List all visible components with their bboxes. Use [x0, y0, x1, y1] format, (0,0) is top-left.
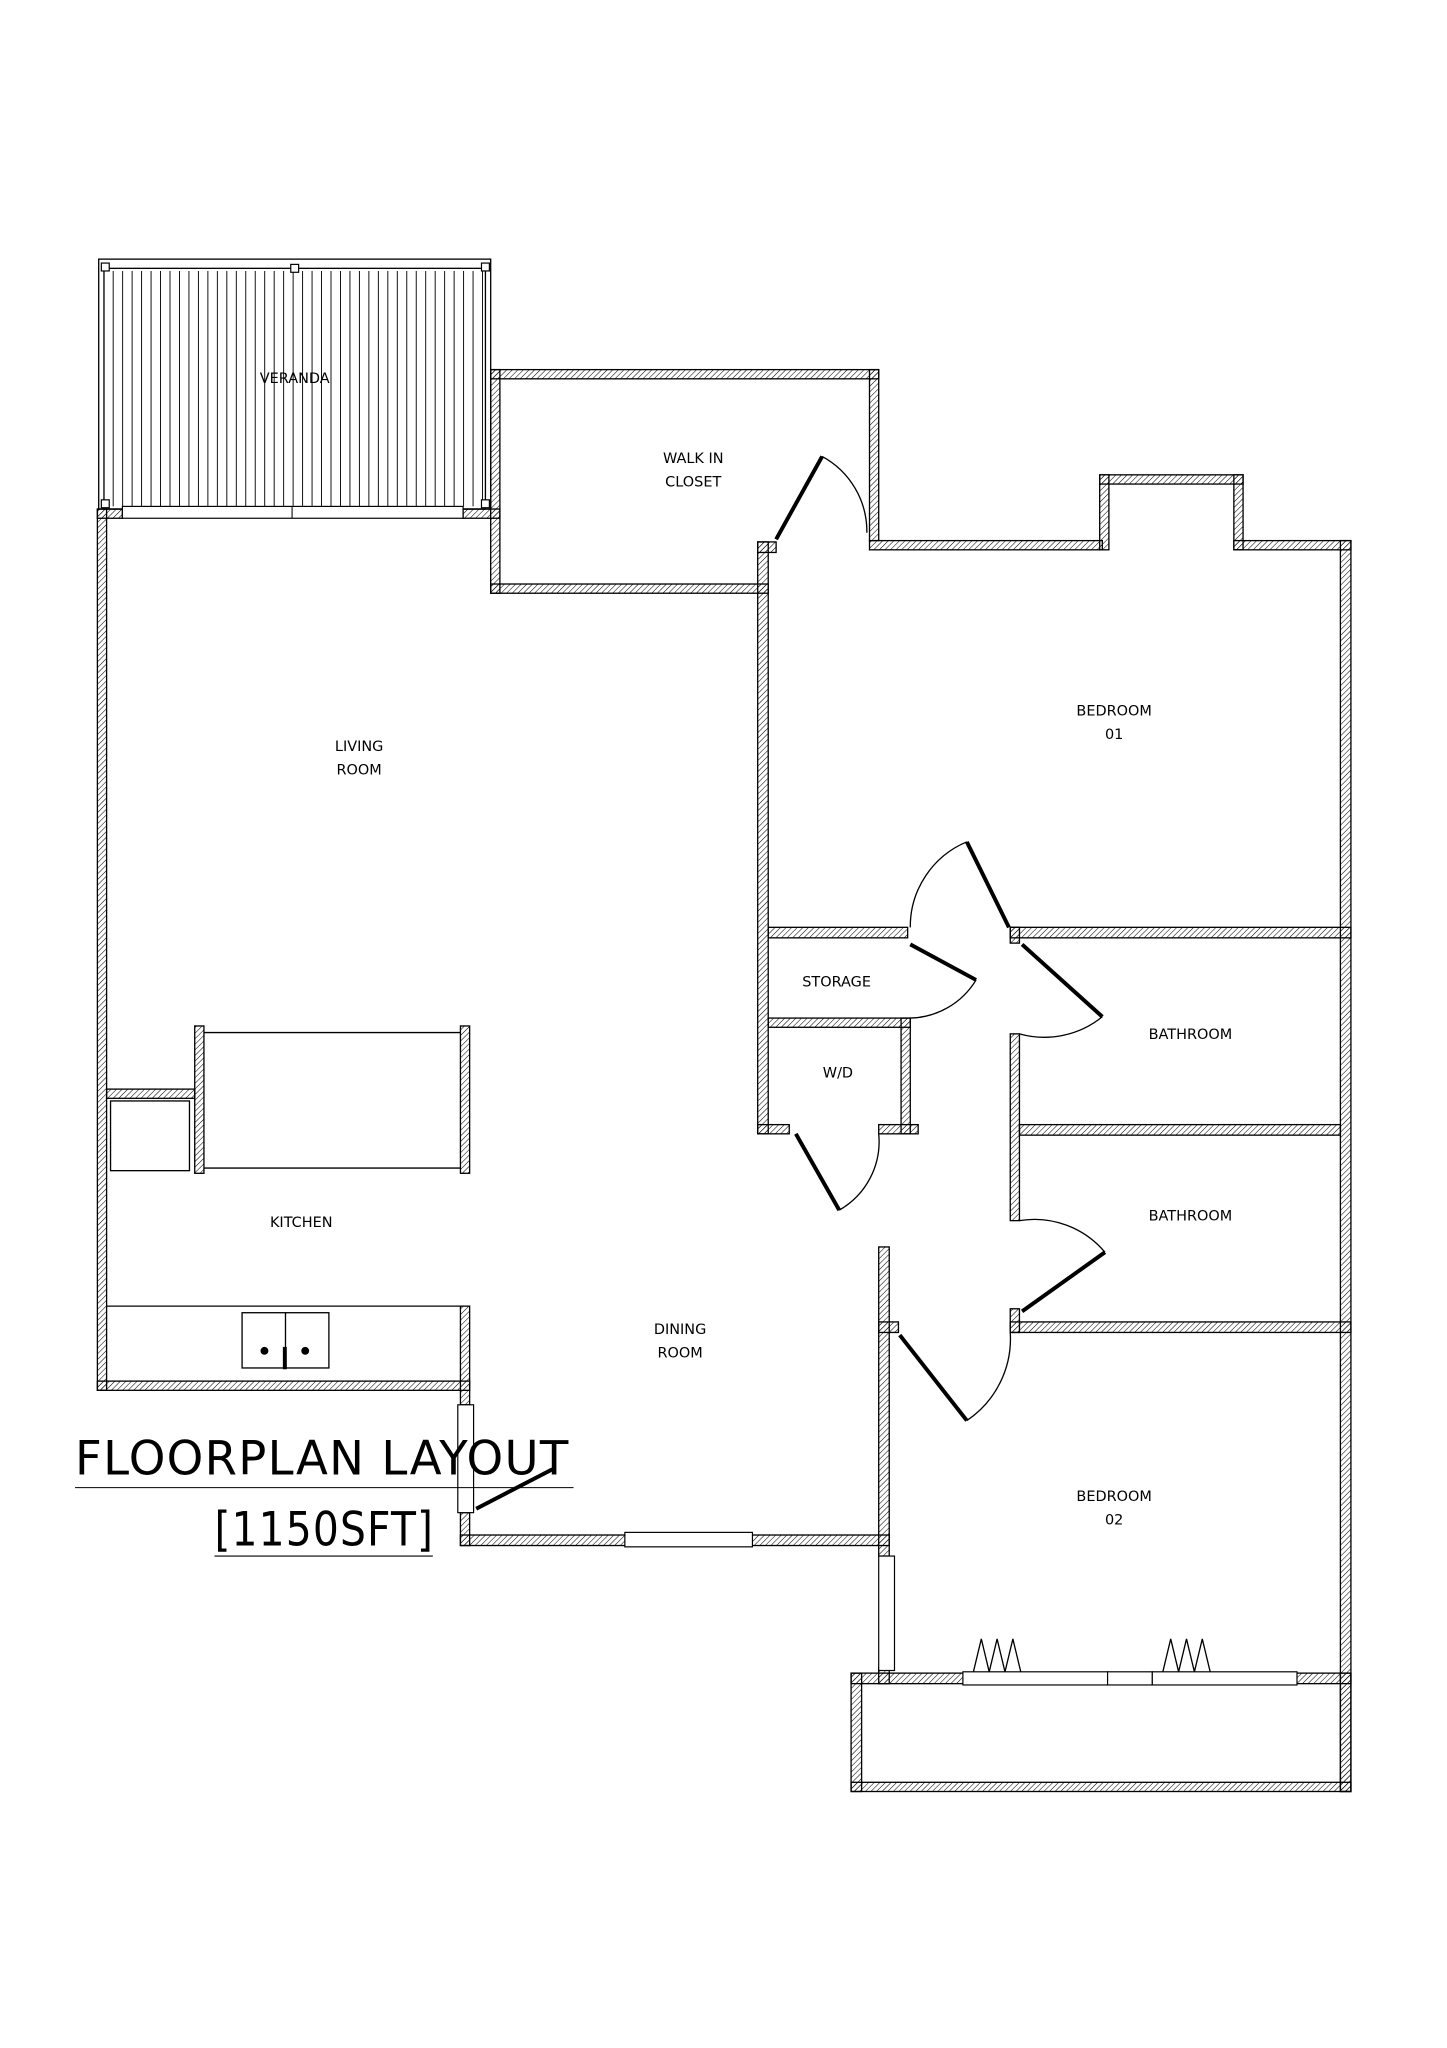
- wall: [900, 1017, 911, 1135]
- door-swing-arc: [1019, 1218, 1106, 1253]
- veranda-post: [480, 499, 490, 509]
- room-label-bathroom-1: BATHROOM: [1149, 1027, 1233, 1043]
- hanger-rod: [1162, 1638, 1211, 1672]
- door-leaf: [794, 1132, 841, 1212]
- wall: [868, 539, 1103, 551]
- wall: [1009, 926, 1021, 944]
- door-swing-arc: [1019, 1016, 1103, 1038]
- wall: [1233, 539, 1352, 551]
- wall: [1099, 474, 1244, 485]
- hanger-rod: [972, 1638, 1022, 1672]
- room-label-storage: STORAGE: [802, 975, 871, 991]
- wall: [459, 1511, 471, 1547]
- wall: [878, 1123, 919, 1135]
- walls: [96, 368, 1352, 1793]
- sink-drain: [260, 1346, 269, 1355]
- door-leaf: [1020, 942, 1104, 1019]
- veranda-post: [290, 263, 300, 273]
- door-leaf: [909, 942, 977, 982]
- plan-area: [1150SFT]: [214, 1503, 434, 1558]
- dining-door-leaf: [475, 1467, 554, 1511]
- door-leaf: [1020, 1250, 1107, 1314]
- doors: [774, 455, 1107, 1422]
- wall: [1339, 539, 1352, 1793]
- room-label-kitchen: KITCHEN: [270, 1215, 333, 1231]
- fixtures: [106, 1031, 1211, 1672]
- wall: [757, 1123, 790, 1135]
- wall: [1018, 1123, 1342, 1136]
- wall: [868, 368, 880, 542]
- room-label-veranda: VERANDA: [260, 371, 330, 387]
- wall: [767, 1017, 911, 1028]
- wall: [878, 1246, 890, 1557]
- wall: [96, 1380, 471, 1391]
- wall: [1339, 1672, 1352, 1793]
- wall: [850, 1781, 1352, 1793]
- sink-drain: [301, 1346, 310, 1355]
- wall: [850, 1672, 863, 1793]
- wall: [194, 1025, 205, 1174]
- refrigerator: [109, 1100, 191, 1172]
- wall: [1009, 926, 1352, 939]
- door-leaf: [965, 840, 1011, 929]
- door-leaf: [774, 455, 824, 541]
- veranda-post: [100, 262, 110, 272]
- wall: [96, 508, 108, 1391]
- room-label-bathroom-2: BATHROOM: [1149, 1209, 1233, 1225]
- door-swing-arc: [838, 1133, 880, 1211]
- veranda-inner-frame: [103, 267, 487, 510]
- plan-title: FLOORPLAN LAYOUT: [75, 1432, 570, 1487]
- dining-door-frame: [457, 1404, 475, 1514]
- wall: [96, 508, 124, 519]
- balcony-door-right: [1151, 1671, 1298, 1686]
- room-label-wd: W/D: [823, 1065, 853, 1081]
- wall: [490, 368, 501, 594]
- door-swing-arc: [966, 1332, 1012, 1422]
- veranda-post: [100, 499, 110, 509]
- door-swing-arc: [910, 979, 977, 1019]
- dining-window: [624, 1531, 754, 1548]
- wall: [1009, 1321, 1352, 1334]
- wall: [757, 541, 769, 1135]
- balcony-door-left: [962, 1671, 1109, 1686]
- veranda-sliding-door: [121, 505, 464, 519]
- faucet: [282, 1346, 287, 1370]
- wall: [767, 926, 909, 939]
- bedroom-02-window: [878, 1555, 896, 1672]
- door-swing-arc: [821, 455, 868, 533]
- wall: [490, 368, 880, 380]
- door-swing-arc: [909, 841, 968, 928]
- veranda-post: [480, 262, 490, 272]
- balcony-door-mid: [1106, 1671, 1153, 1686]
- wall: [105, 1088, 196, 1099]
- veranda-deck: [98, 258, 492, 510]
- wall: [878, 1321, 900, 1334]
- wall: [490, 583, 769, 594]
- wall: [459, 1025, 471, 1174]
- wall: [1233, 474, 1244, 551]
- door-leaf: [898, 1333, 969, 1422]
- wall: [1009, 1033, 1021, 1222]
- wall: [1099, 474, 1110, 551]
